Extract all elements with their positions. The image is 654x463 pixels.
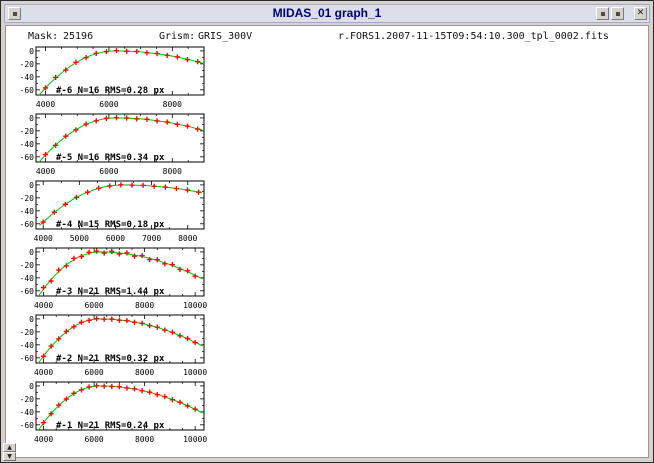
x-tick-label: 4000 <box>34 368 53 377</box>
x-tick-label: 8000 <box>135 368 154 377</box>
mask-label: Mask: <box>28 31 59 42</box>
y-tick-label: -20 <box>20 60 35 69</box>
close-icon: ✕ <box>636 8 645 18</box>
mask-value: 25196 <box>63 31 94 42</box>
y-tick-label: -60 <box>20 421 35 430</box>
residual-plot-1: 4000 6000 8000 10000 0 -20 -40 -60 #-1 N=21 RMS=… <box>20 381 207 444</box>
y-tick-label: -20 <box>20 194 35 203</box>
plot-frame <box>35 247 205 297</box>
x-tick-label: 10000 <box>183 435 207 444</box>
plot-frame <box>35 46 205 96</box>
grism-label: Grism: <box>159 31 196 42</box>
x-tick-label: 7000 <box>142 234 161 243</box>
x-tick-label: 4000 <box>34 301 53 310</box>
x-tick-label: 5000 <box>70 234 89 243</box>
minimize-icon <box>600 11 605 16</box>
slit-fit-label: #-5 N=16 RMS=0.34 px <box>56 153 165 163</box>
y-tick-label: -40 <box>20 140 35 149</box>
y-tick-label: -60 <box>20 220 35 229</box>
window-menu-icon <box>12 11 17 16</box>
x-tick-label: 8000 <box>135 435 154 444</box>
slit-fit-label: #-4 N=15 RMS=0.18 px <box>56 220 165 230</box>
y-tick-label: 0 <box>29 382 34 391</box>
x-tick-label: 10000 <box>183 301 207 310</box>
y-tick-label: -20 <box>20 328 35 337</box>
residual-plot-5: 4000 6000 8000 0 -20 -40 -60 #-5 N=16 RMS=0.34 … <box>20 113 205 176</box>
y-tick-label: -40 <box>20 73 35 82</box>
fits-filename: r.FORS1.2007-11-15T09:54:10.300_tpl_0002… <box>338 31 609 42</box>
window-menu-button[interactable] <box>8 7 21 20</box>
arrow-down-icon: ▼ <box>7 453 12 460</box>
x-tick-label: 4000 <box>34 435 53 444</box>
y-tick-label: -40 <box>20 274 35 283</box>
maximize-icon <box>615 11 620 16</box>
grism-value: GRIS_300V <box>198 31 253 42</box>
y-tick-label: -60 <box>20 287 35 296</box>
y-tick-label: 0 <box>29 315 34 324</box>
x-tick-label: 6000 <box>99 167 118 176</box>
scroll-down-button[interactable]: ▼ <box>3 452 16 461</box>
x-tick-label: 6000 <box>106 234 125 243</box>
y-tick-label: -20 <box>20 261 35 270</box>
y-tick-label: -40 <box>20 408 35 417</box>
y-tick-label: 0 <box>29 114 34 123</box>
y-tick-label: -20 <box>20 395 35 404</box>
y-tick-label: 0 <box>29 248 34 257</box>
plot-frame <box>35 381 205 431</box>
maximize-button[interactable] <box>611 7 624 20</box>
y-tick-label: -60 <box>20 153 35 162</box>
x-tick-label: 6000 <box>84 435 103 444</box>
x-tick-label: 8000 <box>178 234 197 243</box>
x-tick-label: 6000 <box>99 100 118 109</box>
titlebar[interactable]: MIDAS_01 graph_1 ✕ <box>4 4 650 23</box>
slit-fit-label: #-6 N=16 RMS=0.28 px <box>56 86 165 96</box>
plot-frame <box>35 113 205 163</box>
y-tick-label: 0 <box>29 47 34 56</box>
x-tick-label: 10000 <box>183 368 207 377</box>
graph-canvas: Mask: 25196 Grism: GRIS_300V r.FORS1.200… <box>5 25 649 458</box>
x-tick-label: 8000 <box>163 100 182 109</box>
scroll-up-button[interactable]: ▲ <box>3 443 16 452</box>
residual-plot-2: 4000 6000 8000 10000 0 -20 -40 -60 #-2 N=21 RMS=… <box>20 314 207 377</box>
x-tick-label: 4000 <box>36 167 55 176</box>
minimize-button[interactable] <box>596 7 609 20</box>
y-tick-label: -60 <box>20 354 35 363</box>
y-tick-label: 0 <box>29 181 34 190</box>
plot-frame <box>35 180 205 230</box>
x-tick-label: 8000 <box>163 167 182 176</box>
residual-plot-4: 4000 5000 6000 7000 8000 0 -20 -40 -60 #-4 N=15 R… <box>20 180 205 243</box>
x-tick-label: 8000 <box>135 301 154 310</box>
close-button[interactable]: ✕ <box>634 7 647 20</box>
residual-plot-3: 4000 6000 8000 10000 0 -20 -40 -60 #-3 N=21 RMS=… <box>20 247 207 310</box>
x-tick-label: 6000 <box>84 368 103 377</box>
arrow-up-icon: ▲ <box>7 444 12 451</box>
x-tick-label: 6000 <box>84 301 103 310</box>
y-tick-label: -40 <box>20 207 35 216</box>
slit-fit-label: #-1 N=21 RMS=0.24 px <box>56 421 165 431</box>
scrollbar-arrows: ▲ ▼ <box>3 443 16 461</box>
x-tick-label: 4000 <box>36 100 55 109</box>
plots-container: 4000 6000 8000 0 -20 -40 -60 #-6 N=16 RMS=0.28 … <box>6 45 216 447</box>
y-tick-label: -40 <box>20 341 35 350</box>
slit-fit-label: #-2 N=21 RMS=0.32 px <box>56 354 165 364</box>
plot-frame <box>35 314 205 364</box>
window-title: MIDAS_01 graph_1 <box>272 6 382 20</box>
y-tick-label: -60 <box>20 86 35 95</box>
y-tick-label: -20 <box>20 127 35 136</box>
slit-fit-label: #-3 N=21 RMS=1.44 px <box>56 287 165 297</box>
residual-plot-6: 4000 6000 8000 0 -20 -40 -60 #-6 N=16 RMS=0.28 … <box>20 46 205 109</box>
x-tick-label: 4000 <box>34 234 53 243</box>
